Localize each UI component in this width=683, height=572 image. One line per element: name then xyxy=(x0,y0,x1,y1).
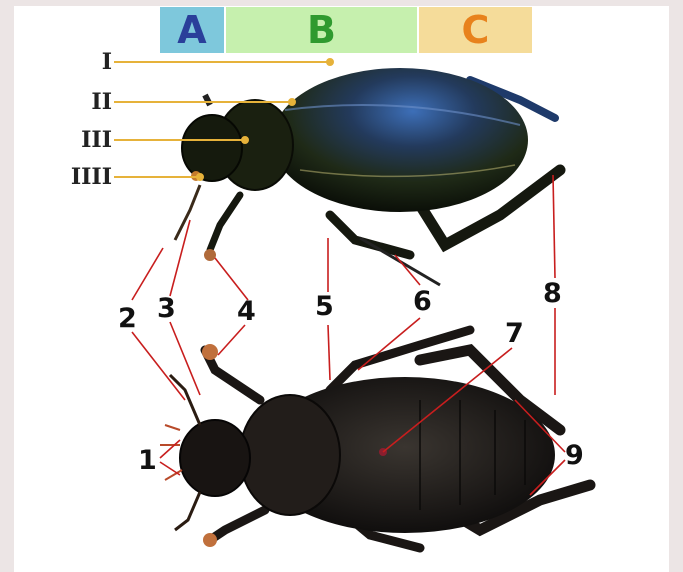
label-7: 7 xyxy=(505,320,524,347)
label-roman-1: I xyxy=(40,51,112,73)
label-roman-3: III xyxy=(40,129,112,151)
label-1: 1 xyxy=(138,447,157,474)
beetle-dorsal xyxy=(175,68,560,285)
label-6: 6 xyxy=(413,288,432,315)
label-8: 8 xyxy=(543,280,562,307)
label-9: 9 xyxy=(565,442,584,469)
thorax-ventral xyxy=(240,395,340,515)
head-ventral xyxy=(180,420,250,496)
beetle-ventral xyxy=(160,330,590,548)
elytra xyxy=(272,68,528,212)
label-roman-2: II xyxy=(40,91,112,113)
label-5: 5 xyxy=(315,293,334,320)
label-3: 3 xyxy=(157,295,176,322)
label-2: 2 xyxy=(118,305,137,332)
mid-leg-top xyxy=(330,215,410,255)
label-roman-4: IIII xyxy=(40,166,112,188)
label-4: 4 xyxy=(237,298,256,325)
fore-leg-top xyxy=(210,195,240,250)
head xyxy=(182,115,242,181)
